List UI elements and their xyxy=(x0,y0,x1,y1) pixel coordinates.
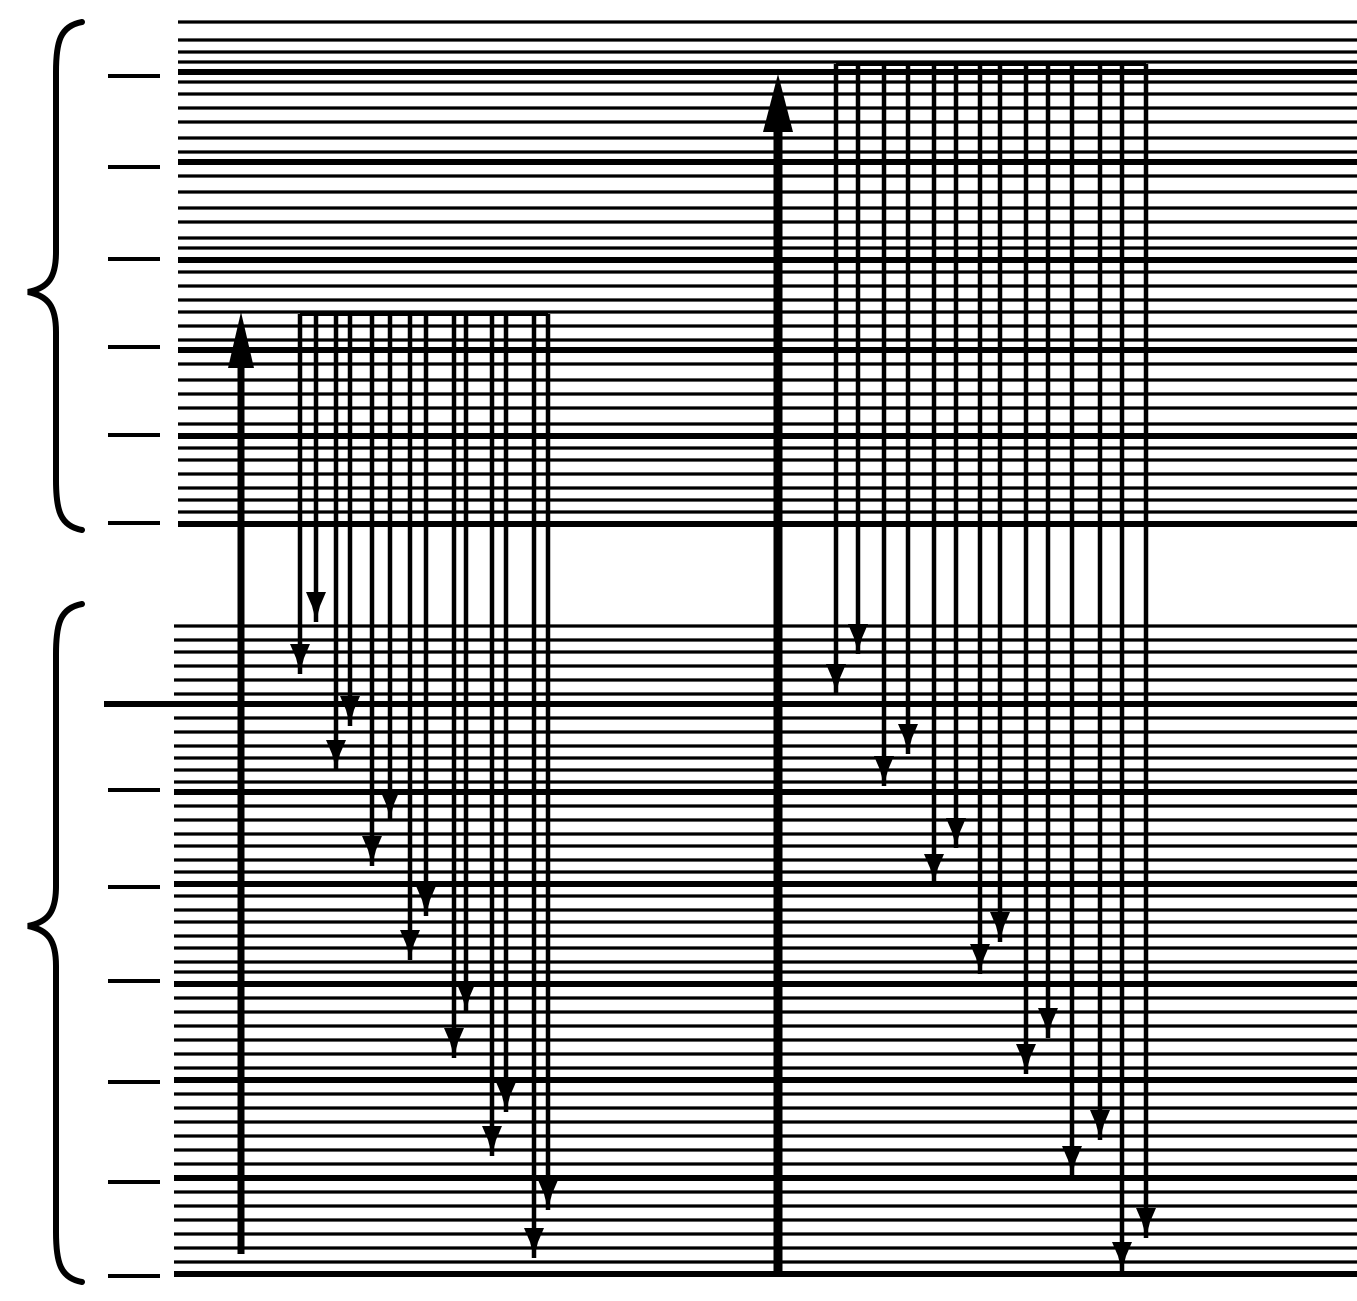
decay-arrowhead xyxy=(874,756,894,786)
decay-arrowhead xyxy=(826,664,846,694)
excitation-arrow-right xyxy=(763,74,793,1276)
decay-arrowhead xyxy=(1136,1208,1156,1238)
decay-arrowhead xyxy=(1062,1146,1082,1176)
decay-arrowhead xyxy=(970,944,990,974)
decay-arrowhead xyxy=(990,912,1010,942)
energy-ticks xyxy=(108,74,160,1278)
decay-arrowhead xyxy=(362,836,382,866)
group-brace xyxy=(27,601,85,1285)
excitation-arrowhead xyxy=(228,312,254,368)
decay-arrowhead xyxy=(1038,1008,1058,1038)
decay-arrowhead xyxy=(380,790,400,820)
excitation-arrowhead xyxy=(763,74,793,132)
group-brace xyxy=(27,19,85,533)
decay-arrowhead xyxy=(538,1180,558,1210)
upper-band-levels xyxy=(178,20,1357,527)
decay-arrowhead xyxy=(924,854,944,884)
group-braces xyxy=(27,19,85,1285)
decay-cascades xyxy=(290,62,1156,1272)
excitation-arrow-left xyxy=(228,312,254,1254)
decay-arrowhead xyxy=(444,1028,464,1058)
decay-arrowhead xyxy=(456,982,476,1012)
decay-arrowhead xyxy=(848,624,868,654)
decay-arrowhead xyxy=(1016,1044,1036,1074)
decay-arrowhead xyxy=(524,1228,544,1258)
decay-arrowhead xyxy=(496,1082,516,1112)
excitation-arrows xyxy=(228,74,793,1276)
decay-arrowhead xyxy=(340,696,360,726)
decay-arrowhead xyxy=(946,818,966,848)
lower-band-levels xyxy=(104,624,1357,1277)
decay-arrowhead xyxy=(898,724,918,754)
decay-arrowhead xyxy=(416,886,436,916)
decay-arrowhead xyxy=(290,644,310,674)
decay-arrowhead xyxy=(400,930,420,960)
decay-arrowhead xyxy=(482,1126,502,1156)
decay-arrowhead xyxy=(326,740,346,770)
decay-cascade-right xyxy=(826,62,1156,1272)
decay-arrowhead xyxy=(1090,1110,1110,1140)
decay-cascade-left xyxy=(290,312,558,1258)
decay-arrowhead xyxy=(306,592,326,622)
decay-arrowhead xyxy=(1112,1242,1132,1272)
